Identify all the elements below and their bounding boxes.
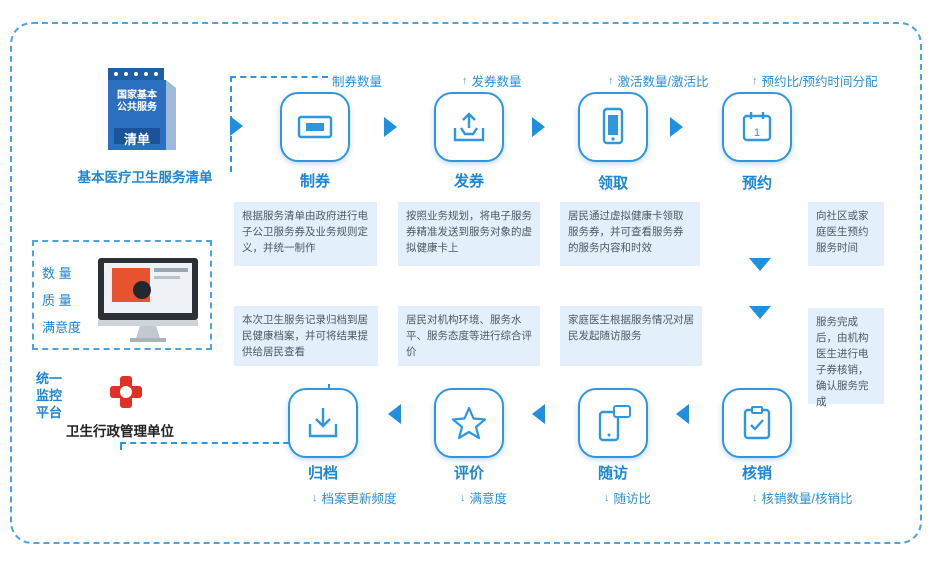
desc-rating: 居民对机构环境、服务水平、服务态度等进行综合评价 [398,306,540,366]
down-arrow-icon: ↓ [752,491,758,504]
phone-icon [602,107,624,145]
metric-1: 制券数量 [332,71,382,90]
metric-3: ↑激活数量/激活比 [608,71,708,90]
metric-2-text: 发券数量 [471,75,522,89]
node-voucher-create[interactable] [280,92,350,162]
service-list-badge: 国家基本 公共服务 清单 [100,66,180,154]
metric-2: ↑发券数量 [462,71,522,90]
svg-text:1: 1 [754,127,760,139]
desc-followup: 家庭医生根据服务情况对居民发起随访服务 [560,306,702,366]
node-appointment[interactable]: 1 [722,92,792,162]
desc-voucher-create: 根据服务清单由政府进行电子公卫服务券及业务规则定义，并统一制作 [234,202,377,266]
monitor-item-quality: 质 量 [42,293,72,308]
metric-7-text: 满意度 [469,492,508,506]
up-arrow-icon: ↑ [608,74,614,87]
metric-4-text: 预约比/预约时间分配 [761,75,878,89]
arrow-3-4 [670,117,683,137]
label-appointment: 预约 [741,175,772,192]
monitor-item-quantity: 数 量 [42,266,72,281]
connector-top [230,76,328,78]
connector-bottom [120,442,330,444]
down-arrow-icon: ↓ [604,491,610,504]
monitor-dashed-box [32,240,212,350]
arrow-1-2 [384,117,397,137]
node-archive[interactable] [288,388,358,458]
up-arrow-icon: ↑ [752,74,758,87]
arrow-4-5b [749,306,771,319]
label-rating: 评价 [453,465,484,482]
arrow-5-6 [676,404,689,424]
metric-5-text: 核销数量/核销比 [761,492,853,506]
service-list-badge-graphic [108,68,176,150]
desc-verify: 服务完成后，由机构医生进行电子券核销，确认服务完成 [808,308,884,408]
badge-line-1: 国家基本 [117,90,157,101]
outer-dashed-frame [10,22,922,544]
label-verify: 核销 [741,465,772,482]
label-archive: 归档 [307,465,338,482]
label-voucher-claim: 领取 [597,175,628,192]
calendar-icon: 1 [742,112,772,142]
metric-1-text: 制券数量 [332,75,383,89]
down-arrow-icon: ↓ [312,491,318,504]
star-icon [451,406,487,440]
platform-label: 统一 监控 平台 [36,371,63,420]
metric-5: ↓核销数量/核销比 [752,488,852,507]
download-tray-icon [308,408,338,438]
monitor-icon [98,258,198,342]
label-followup: 随访 [597,465,628,482]
metric-8-text: 档案更新频度 [321,492,397,506]
arrow-6-7 [532,404,545,424]
label-voucher-issue: 发券 [453,173,484,190]
node-rating[interactable] [434,388,504,458]
arrow-into-flow [230,116,243,136]
phone-chat-icon [598,405,631,442]
node-verify[interactable] [722,388,792,458]
down-arrow-icon: ↓ [460,491,466,504]
monitor-item-satisfaction: 满意度 [42,320,82,335]
ticket-icon [297,115,333,139]
node-voucher-claim[interactable] [578,92,648,162]
upload-tray-icon [453,112,485,142]
desc-voucher-issue: 按照业务规划，将电子服务券精准发送到服务对象的虚拟健康卡上 [398,202,540,266]
metric-7: ↓满意度 [460,488,507,507]
metric-4: ↑预约比/预约时间分配 [752,71,877,90]
up-arrow-icon: ↑ [462,74,468,87]
metric-8: ↓档案更新频度 [312,488,397,507]
metric-6-text: 随访比 [613,492,652,506]
connector-to-authority [120,442,122,450]
node-followup[interactable] [578,388,648,458]
desc-archive: 本次卫生服务记录归档到居民健康档案，并可将结果提供给居民查看 [234,306,378,366]
label-voucher-create: 制券 [299,173,330,190]
arrow-4-5a [749,258,771,271]
monitor-items: 数 量 质 量 满意度 [42,260,81,341]
badge-line-2: 公共服务 [117,102,157,113]
service-list-caption: 基本医疗卫生服务清单 [77,170,213,185]
arrow-2-3 [532,117,545,137]
desc-voucher-claim: 居民通过虚拟健康卡领取服务券，并可查看服务券的服务内容和时效 [560,202,700,266]
badge-word: 清单 [123,132,150,147]
authority-label: 卫生行政管理单位 [66,424,174,439]
arrow-7-8 [388,404,401,424]
clipboard-check-icon [743,406,771,440]
red-cross-icon [110,376,142,408]
node-voucher-issue[interactable] [434,92,504,162]
desc-appointment: 向社区或家庭医生预约服务时间 [808,202,884,266]
metric-3-text: 激活数量/激活比 [617,75,709,89]
metric-6: ↓随访比 [604,488,651,507]
